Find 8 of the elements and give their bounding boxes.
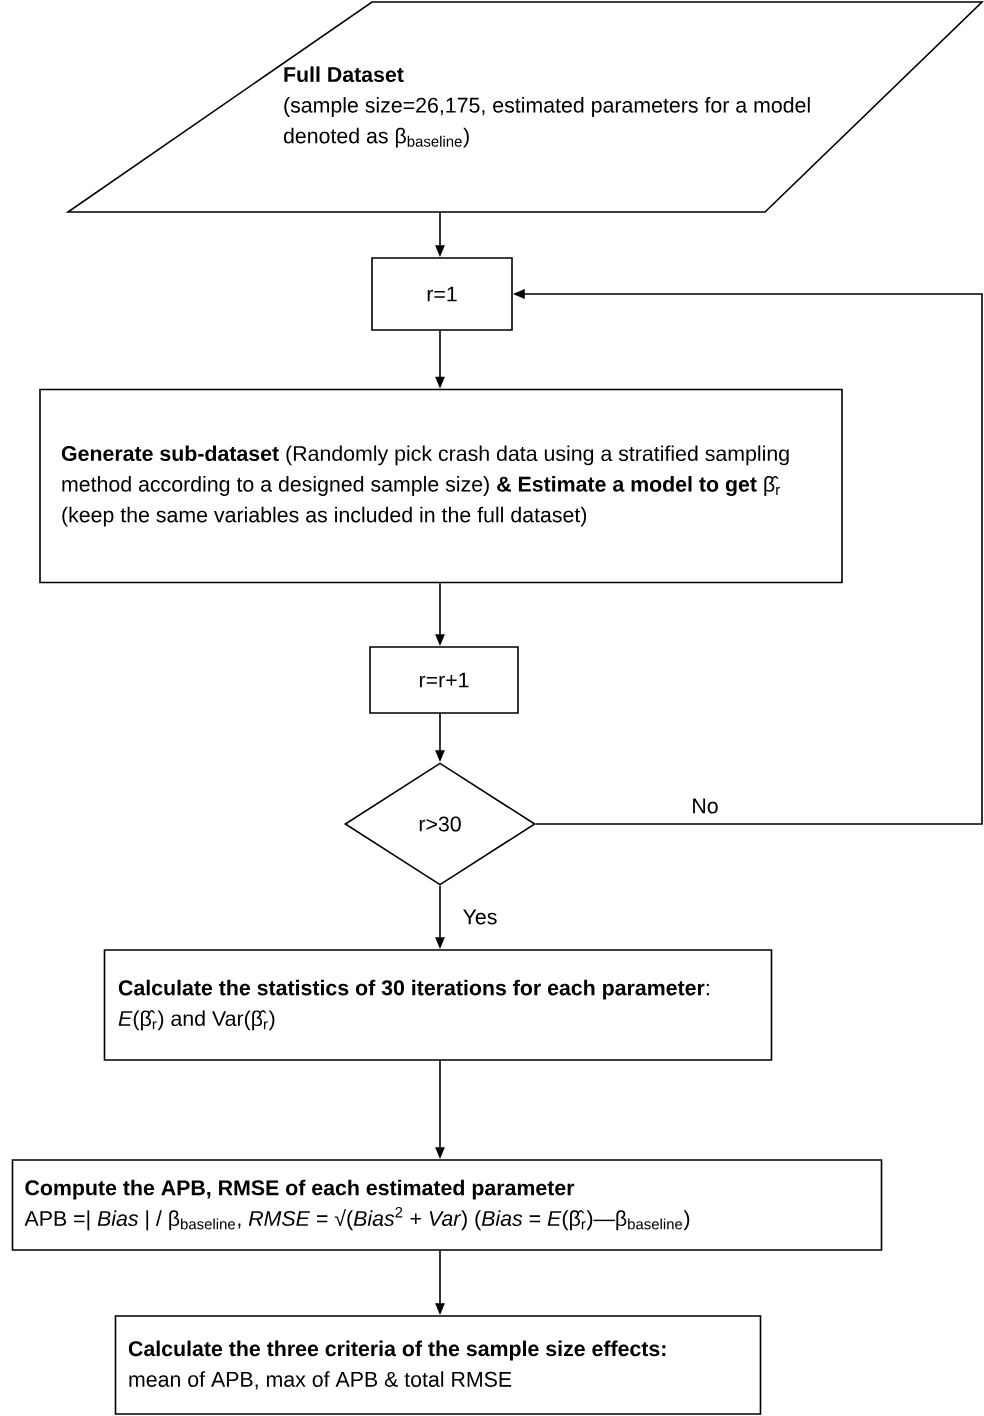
process-box: Generate sub-dataset (Randomly pick crash data using a stratified sampling method according to a designed sample size) & Estimate a model to get β̂$_{r}$ (keep the same variables as included in the full dataset) [39, 388, 843, 584]
process-box: Compute the APB, RMSE of each estimated parameter APB =| Bias | / β$_{baseline}$, RMSE = √(Bias$^{2}$ + Var) (Bias = E(β̂$_{r}$)—β$_{baseline}$) [11, 1159, 883, 1251]
process-box: r=r+1 [369, 646, 519, 714]
process-box: Calculate the statistics of 30 iterations for each parameter: E(β̂$_{r}$) and Var(β̂$_{r}$) [103, 949, 773, 1061]
process-box: r=1 [371, 257, 513, 331]
edge-label: Yes [459, 906, 501, 928]
process-box: Calculate the three criteria of the sample size effects: mean of APB, max of APB & total RMSE [114, 1315, 762, 1415]
edge-label: No [688, 795, 722, 817]
